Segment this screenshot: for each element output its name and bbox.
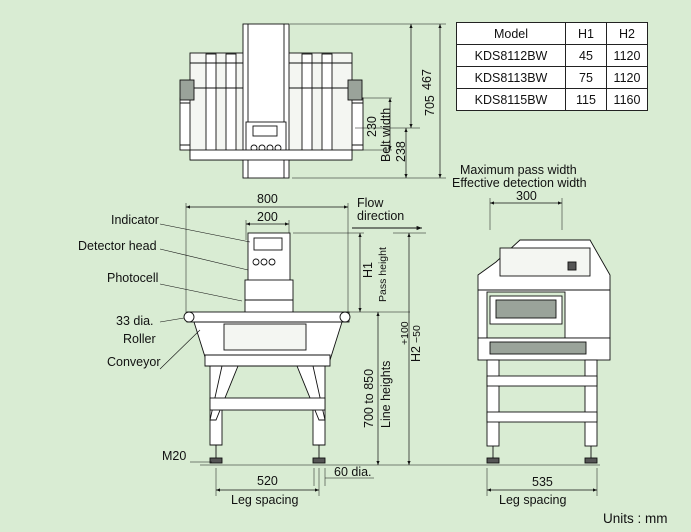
table-cell: KDS8115BW (456, 88, 566, 111)
roller-label: Roller (123, 332, 156, 346)
dim-230-label: 230 (365, 116, 379, 137)
m20-label: M20 (162, 449, 187, 463)
dim-200-label: 200 (257, 210, 278, 224)
top-view (179, 23, 446, 179)
table-cell: 45 (565, 44, 607, 67)
spec-table-header: Model H1 H2 (456, 22, 648, 45)
units-label: Units : mm (603, 511, 668, 526)
dim-520-label: 520 (257, 474, 278, 488)
h2-label: H2 (409, 346, 423, 362)
h2-tolerance-upper: +100 (399, 321, 411, 345)
header-h1: H1 (565, 22, 607, 45)
table-cell: 1120 (606, 66, 648, 89)
table-row: KDS8112BW 45 1120 (456, 44, 648, 67)
pass-height-label: Pass height (377, 247, 389, 302)
table-row: KDS8115BW 115 1160 (456, 88, 648, 111)
dim-535-label: 535 (532, 475, 553, 489)
photocell-label: Photocell (107, 271, 159, 285)
line-range-label: 700 to 850 (362, 368, 376, 428)
table-cell: 75 (565, 66, 607, 89)
dim-300-label: 300 (516, 189, 537, 203)
flow-label-line2: direction (357, 209, 405, 223)
dim-467-label: 467 (420, 69, 434, 90)
indicator-label: Indicator (111, 213, 159, 227)
table-row: KDS8113BW 75 1120 (456, 66, 648, 89)
dim-705-label: 705 (423, 95, 437, 116)
dia-60-label: 60 dia. (334, 465, 372, 479)
conveyor-label: Conveyor (107, 355, 161, 369)
side-view (477, 198, 611, 496)
line-heights-label: Line heights (379, 360, 393, 428)
table-cell: KDS8112BW (456, 44, 566, 67)
dim-800-label: 800 (257, 192, 278, 206)
effective-detection-width-label: Effective detection width (452, 176, 587, 190)
max-pass-width-label: Maximum pass width (460, 163, 577, 177)
front-view (159, 203, 600, 496)
h1-label: H1 (361, 262, 375, 278)
table-cell: 115 (565, 88, 607, 111)
dia-33-label: 33 dia. (116, 314, 154, 328)
h2-tolerance-lower: −50 (411, 325, 423, 343)
table-cell: KDS8113BW (456, 66, 566, 89)
belt-width-label: Belt width (379, 107, 393, 162)
front-leg-spacing-label: Leg spacing (231, 493, 299, 507)
dim-238-label: 238 (394, 141, 408, 162)
table-cell: 1160 (606, 88, 648, 111)
detector-head-label: Detector head (78, 239, 157, 253)
header-h2: H2 (606, 22, 648, 45)
header-model: Model (456, 22, 566, 45)
flow-label-line1: Flow (357, 196, 384, 210)
table-cell: 1120 (606, 44, 648, 67)
side-leg-spacing-label: Leg spacing (499, 493, 567, 507)
spec-table: Model H1 H2 KDS8112BW 45 1120 KDS8113BW … (456, 22, 648, 111)
